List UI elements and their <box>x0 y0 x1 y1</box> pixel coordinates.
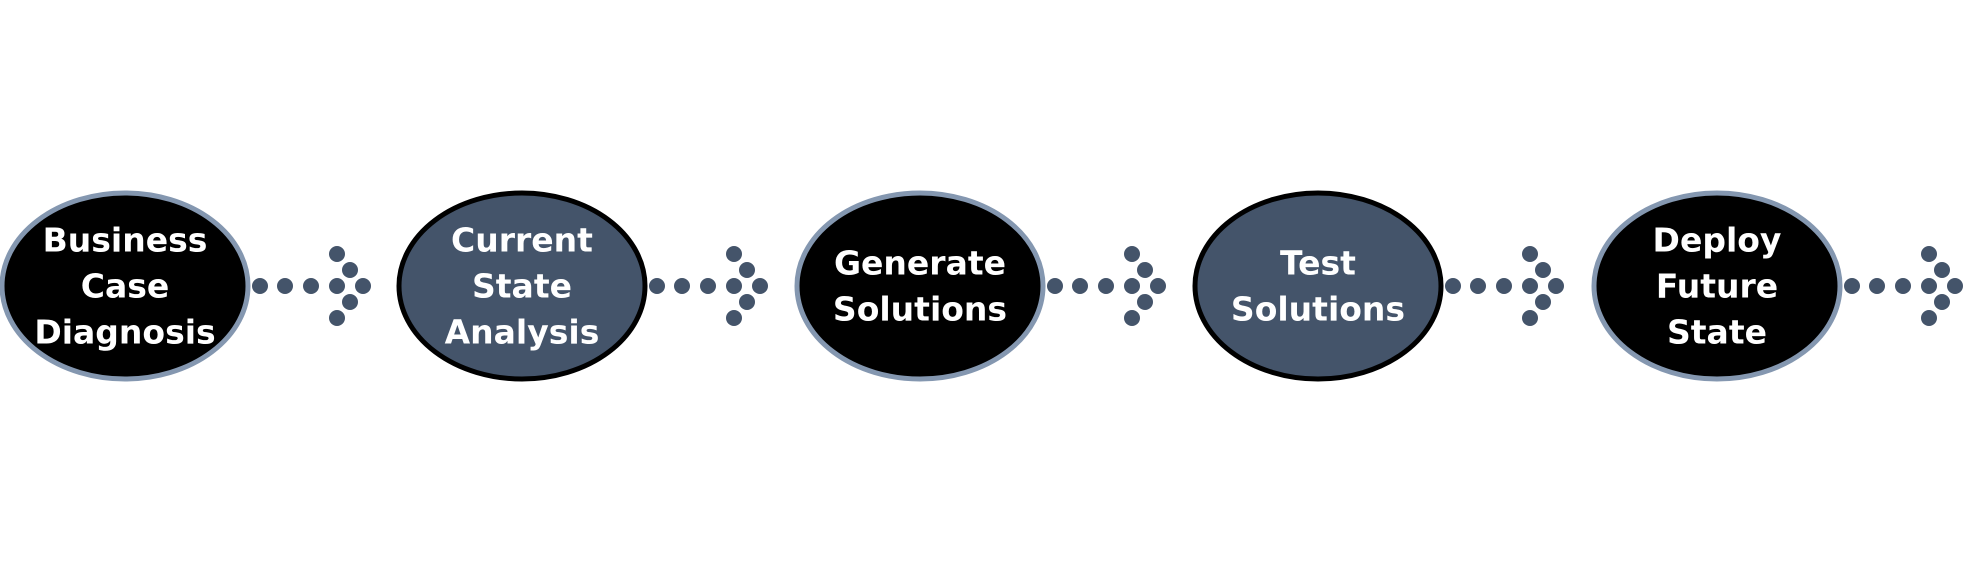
connector-dot <box>1921 246 1937 262</box>
step-label-line: Case <box>81 267 170 306</box>
step-label-line: Analysis <box>445 313 600 352</box>
dotted-arrow-icon <box>252 246 371 326</box>
connector-dot <box>1124 246 1140 262</box>
connector-dot <box>342 262 358 278</box>
connector-dot <box>1921 310 1937 326</box>
dotted-arrow-icon <box>1047 246 1166 326</box>
connector-dot <box>329 278 345 294</box>
connector-dot <box>739 294 755 310</box>
step-label-line: Test <box>1280 244 1356 283</box>
connector-dot <box>1496 278 1512 294</box>
connector-dot <box>752 278 768 294</box>
connector-dot <box>700 278 716 294</box>
connector-dot <box>1137 294 1153 310</box>
connector-dot <box>1535 294 1551 310</box>
step-ellipse <box>396 190 648 382</box>
connector-dot <box>1470 278 1486 294</box>
connector-dot <box>739 262 755 278</box>
connector-dot <box>1947 278 1963 294</box>
connector-dot <box>1548 278 1564 294</box>
step-label-line: Deploy <box>1653 221 1782 260</box>
step-label-line: State <box>472 267 572 306</box>
connector-dot <box>303 278 319 294</box>
connector-dot <box>1844 278 1860 294</box>
dotted-arrow-icon <box>1844 246 1963 326</box>
dotted-arrow-icon <box>649 246 768 326</box>
connector-dot <box>726 310 742 326</box>
connector-dot <box>329 246 345 262</box>
step-label-line: Diagnosis <box>34 313 215 352</box>
connector-dot <box>342 294 358 310</box>
connector-dot <box>1934 294 1950 310</box>
connector-dot <box>1445 278 1461 294</box>
connector-dot <box>1522 246 1538 262</box>
connector-dot <box>329 310 345 326</box>
step-label-line: Current <box>451 221 593 260</box>
connector-dot <box>277 278 293 294</box>
dotted-arrow-icon <box>1445 246 1564 326</box>
connector-dot <box>1137 262 1153 278</box>
step-label-line: Generate <box>834 244 1006 283</box>
step-ellipse <box>1192 190 1444 382</box>
connector-dot <box>674 278 690 294</box>
step-label-line: Solutions <box>833 290 1007 329</box>
step-label-line: Business <box>43 221 208 260</box>
step-ellipse <box>1591 190 1843 382</box>
connector-dot <box>1072 278 1088 294</box>
connector-dot <box>649 278 665 294</box>
step-label-line: State <box>1667 313 1767 352</box>
connector-dot <box>726 246 742 262</box>
connector-dot <box>1047 278 1063 294</box>
step-label-line: Solutions <box>1231 290 1405 329</box>
step-ellipse <box>794 190 1046 382</box>
connector-dot <box>355 278 371 294</box>
connector-dot <box>1535 262 1551 278</box>
connector-dot <box>1124 278 1140 294</box>
connector-dot <box>1869 278 1885 294</box>
connector-dot <box>1921 278 1937 294</box>
connector-dot <box>1150 278 1166 294</box>
connector-dot <box>1934 262 1950 278</box>
connector-dot <box>1522 310 1538 326</box>
connector-dot <box>1895 278 1911 294</box>
connector-dot <box>1098 278 1114 294</box>
step-ellipse <box>0 190 251 382</box>
step-label-line: Future <box>1656 267 1778 306</box>
connector-dot <box>726 278 742 294</box>
connector-dot <box>252 278 268 294</box>
connector-dot <box>1522 278 1538 294</box>
connector-dot <box>1124 310 1140 326</box>
